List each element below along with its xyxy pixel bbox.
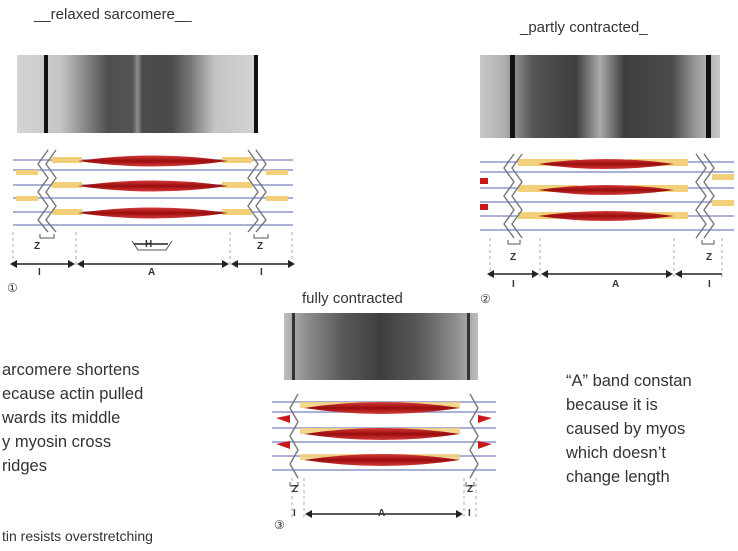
myosin-filaments xyxy=(78,155,228,219)
fully-i-right-label: I xyxy=(468,508,471,519)
fully-z-right-label: Z xyxy=(467,484,474,495)
relaxed-title: __relaxed sarcomere__ xyxy=(34,6,192,23)
relaxed-micrograph xyxy=(17,55,258,133)
z-discs xyxy=(37,149,267,233)
guides xyxy=(12,232,293,268)
a-band-note-line-3: caused by myos xyxy=(566,420,686,438)
arrow-heads xyxy=(10,260,295,268)
shortening-note-line-1: arcomere shortens xyxy=(2,361,140,379)
partly-i-right-label: I xyxy=(708,279,711,290)
a-band-note-line-5: change length xyxy=(566,468,670,486)
panel-number-1: ① xyxy=(7,281,18,295)
partly-i-left-label: I xyxy=(512,279,515,290)
fully-z-left-label: Z xyxy=(292,484,299,495)
a-band-note-line-1: “A” band constan xyxy=(566,372,692,390)
fully-i-left-label: I xyxy=(293,508,296,519)
fully-title: fully contracted xyxy=(302,290,403,307)
fully-micrograph xyxy=(284,313,478,380)
relaxed-i-right-label: I xyxy=(260,267,263,278)
band-arrows xyxy=(13,243,292,265)
a-band-note-line-2: because it is xyxy=(566,396,658,414)
relaxed-a-label: A xyxy=(148,267,156,278)
titin-note: tin resists overstretching xyxy=(2,528,153,544)
z-brackets xyxy=(39,234,269,251)
fully-a-label: A xyxy=(378,508,386,519)
partly-z-right-label: Z xyxy=(706,252,713,263)
a-band-note-line-4: which doesn’t xyxy=(566,444,666,462)
fully-sarcomere-diagram xyxy=(272,393,496,518)
partly-sarcomere-diagram xyxy=(480,153,734,278)
shortening-note-line-4: y myosin cross xyxy=(2,433,112,451)
panel-number-2: ② xyxy=(480,292,491,306)
partly-z-left-label: Z xyxy=(510,252,517,263)
panel-number-3: ③ xyxy=(274,518,285,532)
actin-filaments xyxy=(16,157,288,215)
relaxed-sarcomere-diagram xyxy=(10,149,295,268)
shortening-note-line-5: ridges xyxy=(2,457,47,475)
relaxed-i-left-label: I xyxy=(38,267,41,278)
partly-a-label: A xyxy=(612,279,620,290)
partly-micrograph xyxy=(480,55,720,138)
relaxed-h-label: H xyxy=(145,239,153,250)
shortening-note-line-3: wards its middle xyxy=(2,409,121,427)
relaxed-z-left-label: Z xyxy=(34,241,41,252)
relaxed-z-right-label: Z xyxy=(257,241,264,252)
partly-title: _partly contracted_ xyxy=(520,19,648,36)
shortening-note-line-2: ecause actin pulled xyxy=(2,385,144,403)
